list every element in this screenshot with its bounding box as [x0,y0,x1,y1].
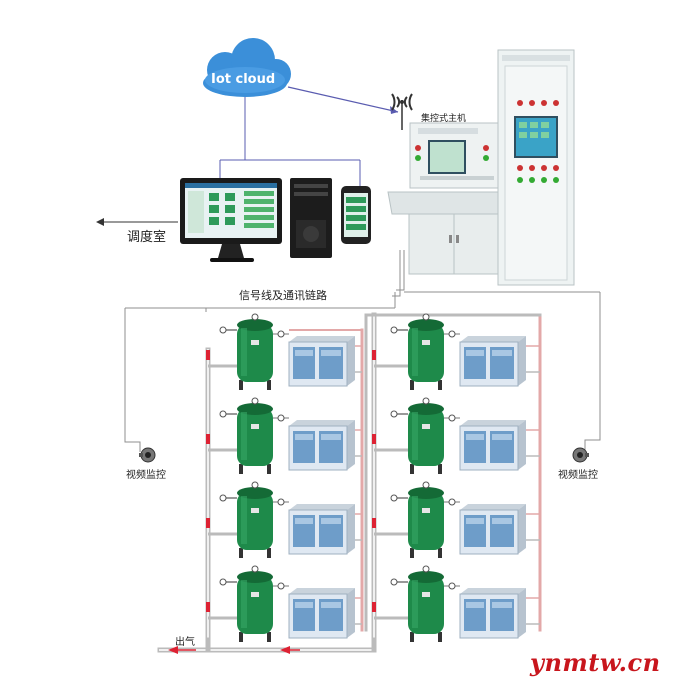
signal-link-label: 信号线及通讯链路 [239,288,327,302]
cloud-label: Iot cloud [211,72,275,87]
camera-left-icon [139,447,156,463]
compressor [459,336,526,387]
controller-label: 集控式主机 [421,112,466,124]
compressor-unit [206,565,362,642]
air-tank [219,397,273,474]
compressor-unit [206,313,362,390]
compressor-unit [372,397,540,474]
flow-arrow-icon [280,646,290,654]
air-tank [390,565,444,642]
air-tank [219,565,273,642]
video-right-label: 视频监控 [558,468,598,481]
compressor-units [206,313,540,642]
control-cabinet [497,49,575,286]
compressor-unit [372,313,540,390]
compressor [459,420,526,471]
outlet-arrow-icon [168,646,178,654]
air-tank [390,313,444,390]
air-pipes [157,312,542,653]
air-tank [219,313,273,390]
cloud-link-arrow [390,106,398,114]
compressor [459,504,526,555]
compressor-unit [372,481,540,558]
mobile-phone [341,186,371,244]
signal-lines [124,250,601,452]
pc-tower [290,178,332,258]
compressor [459,588,526,639]
dispatch-arrow [96,218,104,226]
air-tank [390,397,444,474]
iot-cloud: Iot cloud [203,38,291,97]
outlet-label: 出气 [175,635,195,648]
air-tank [219,481,273,558]
camera-right-icon [572,447,589,463]
cloud-controller-link [287,86,399,113]
compressor-unit [206,397,362,474]
compressor-unit [372,565,540,642]
compressor [288,504,355,555]
compressor [288,588,355,639]
dispatch-room-label: 调度室 [127,229,166,245]
compressor [288,336,355,387]
monitor [180,178,282,262]
compressor-unit [206,481,362,558]
video-left-label: 视频监控 [126,468,166,481]
compressor [288,420,355,471]
cloud-icon [203,38,291,97]
air-tank [390,481,444,558]
watermark: ynmtw.cn [530,648,661,677]
wifi-icon [391,93,413,130]
